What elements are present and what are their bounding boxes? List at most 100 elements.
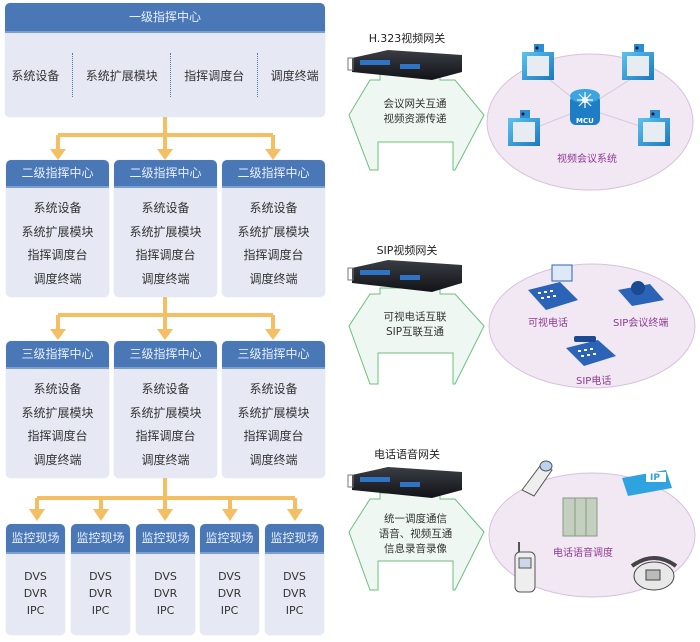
system-label: 视频会议系统 bbox=[557, 154, 617, 165]
level1-title: 一级指挥中心 bbox=[5, 3, 325, 33]
level3-command-center[interactable]: 三级指挥中心 系统设备 系统扩展模块 指挥调度台 调度终端 bbox=[222, 341, 325, 478]
item: 指挥调度台 bbox=[135, 429, 196, 443]
item: IPC bbox=[220, 604, 239, 617]
gateway-title: 电话语音网关 bbox=[374, 448, 440, 461]
level3-title: 三级指挥中心 bbox=[114, 341, 217, 369]
item: 指挥调度台 bbox=[243, 429, 304, 443]
arrow-head bbox=[157, 329, 173, 340]
desc-line: 会议网关互通 bbox=[383, 98, 447, 110]
system-label: SIP会议终端 bbox=[613, 318, 669, 329]
level3-command-center[interactable]: 三级指挥中心 系统设备 系统扩展模块 指挥调度台 调度终端 bbox=[6, 341, 109, 478]
desc-line: 视频资源传递 bbox=[383, 113, 447, 125]
monitoring-site[interactable]: 监控现场 DVS DVR IPC bbox=[136, 524, 195, 635]
monitoring-site[interactable]: 监控现场 DVS DVR IPC bbox=[6, 524, 65, 635]
site-title: 监控现场 bbox=[265, 524, 324, 554]
item: IPC bbox=[285, 604, 304, 617]
item: DVR bbox=[282, 587, 307, 600]
level2-title: 二级指挥中心 bbox=[114, 160, 217, 188]
item: IPC bbox=[91, 604, 110, 617]
level2-command-center[interactable]: 二级指挥中心 系统设备 系统扩展模块 指挥调度台 调度终端 bbox=[222, 160, 325, 297]
video-terminal-icon bbox=[522, 44, 554, 80]
level1-item: 系统扩展模块 bbox=[85, 68, 158, 83]
item: 系统设备 bbox=[33, 201, 82, 215]
item: 调度终端 bbox=[141, 271, 190, 286]
item: 指挥调度台 bbox=[27, 429, 88, 443]
arrow-head bbox=[50, 329, 66, 340]
arrow-head bbox=[50, 149, 66, 160]
item: DVR bbox=[88, 587, 113, 600]
item: 系统扩展模块 bbox=[237, 224, 310, 239]
divider bbox=[256, 53, 258, 97]
arrow-head bbox=[29, 509, 45, 521]
arrow-head bbox=[93, 509, 109, 521]
desk-phone-icon bbox=[630, 556, 678, 591]
item: 调度终端 bbox=[141, 452, 190, 467]
level3-title: 三级指挥中心 bbox=[222, 341, 325, 369]
desc-line: 信息录音录像 bbox=[384, 543, 447, 555]
level1-item: 调度终端 bbox=[270, 68, 319, 83]
item: 系统设备 bbox=[33, 382, 82, 396]
level2-title: 二级指挥中心 bbox=[6, 160, 109, 188]
arrow-head bbox=[157, 149, 173, 160]
arrow-head bbox=[265, 329, 281, 340]
desc-line: 可视电话互联 bbox=[383, 311, 447, 323]
monitoring-site[interactable]: 监控现场 DVS DVR IPC bbox=[200, 524, 259, 635]
gateway-device-icon bbox=[347, 467, 462, 498]
mobile-phone-icon bbox=[514, 542, 536, 593]
item: IPC bbox=[26, 604, 45, 617]
item: 调度终端 bbox=[33, 271, 82, 286]
system-label: 电话语音调度 bbox=[553, 548, 613, 559]
gateway-desc: 统一调度通信 语音、视频互通 信息录音录像 bbox=[368, 512, 463, 557]
ip-phone-icon bbox=[622, 470, 672, 496]
monitoring-site[interactable]: 监控现场 DVS DVR IPC bbox=[265, 524, 324, 635]
site-title: 监控现场 bbox=[6, 524, 65, 554]
arrow-head bbox=[265, 149, 281, 160]
sip-conference-terminal-icon bbox=[618, 281, 664, 306]
gateway-desc: 可视电话互联 SIP互联互通 bbox=[375, 310, 455, 340]
system-label: SIP电话 bbox=[576, 376, 612, 387]
item: 系统设备 bbox=[249, 382, 298, 396]
level2-command-center[interactable]: 二级指挥中心 系统设备 系统扩展模块 指挥调度台 调度终端 bbox=[114, 160, 217, 297]
site-title: 监控现场 bbox=[200, 524, 259, 554]
item: DVS bbox=[218, 570, 241, 583]
arrow-head bbox=[222, 509, 238, 521]
desc-line: 语音、视频互通 bbox=[378, 528, 453, 540]
video-terminal-icon bbox=[508, 110, 540, 146]
item: 系统扩展模块 bbox=[21, 224, 94, 239]
site-title: 监控现场 bbox=[136, 524, 195, 554]
item: 系统设备 bbox=[141, 201, 190, 215]
level3-title: 三级指挥中心 bbox=[6, 341, 109, 369]
item: 系统扩展模块 bbox=[129, 405, 202, 420]
flip-phone-icon bbox=[521, 460, 553, 497]
gateway-device-icon bbox=[347, 50, 462, 80]
item: IPC bbox=[156, 604, 175, 617]
item: 调度终端 bbox=[249, 452, 298, 467]
item: DVR bbox=[217, 587, 242, 600]
gateway-device-icon bbox=[347, 260, 462, 292]
item: 系统扩展模块 bbox=[237, 405, 310, 420]
system-ellipse bbox=[488, 472, 696, 598]
divider bbox=[72, 53, 74, 97]
item: 系统设备 bbox=[141, 382, 190, 396]
site-title: 监控现场 bbox=[71, 524, 130, 554]
arrow-head bbox=[287, 509, 303, 521]
system-label: 可视电话 bbox=[528, 318, 568, 329]
level1-command-center[interactable]: 一级指挥中心 系统设备 系统扩展模块 指挥调度台 调度终端 bbox=[5, 3, 325, 117]
item: DVR bbox=[23, 587, 48, 600]
gateway-title: H.323视频网关 bbox=[368, 32, 446, 45]
item: 指挥调度台 bbox=[27, 248, 88, 262]
switch-cabinet-icon bbox=[562, 497, 598, 537]
monitoring-site[interactable]: 监控现场 DVS DVR IPC bbox=[71, 524, 130, 635]
divider bbox=[170, 53, 172, 97]
ip-badge: IP bbox=[650, 473, 660, 483]
level1-item: 系统设备 bbox=[11, 68, 60, 83]
item: DVS bbox=[24, 570, 47, 583]
item: 指挥调度台 bbox=[135, 248, 196, 262]
item: 调度终端 bbox=[249, 271, 298, 286]
sip-phone-icon bbox=[566, 336, 616, 366]
level3-command-center[interactable]: 三级指挥中心 系统设备 系统扩展模块 指挥调度台 调度终端 bbox=[114, 341, 217, 478]
level2-title: 二级指挥中心 bbox=[222, 160, 325, 188]
level2-command-center[interactable]: 二级指挥中心 系统设备 系统扩展模块 指挥调度台 调度终端 bbox=[6, 160, 109, 297]
item: DVS bbox=[283, 570, 306, 583]
item: 指挥调度台 bbox=[243, 248, 304, 262]
